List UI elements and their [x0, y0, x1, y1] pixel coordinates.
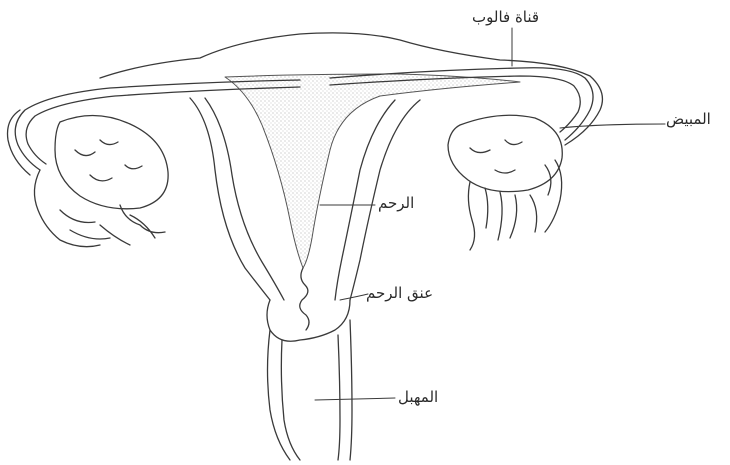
left-ovary	[55, 115, 168, 208]
cervical-canal	[300, 268, 309, 330]
label-ovary: المبيض	[666, 112, 711, 127]
label-fallopian-tube: قناة فالوب	[472, 10, 539, 25]
vagina-walls	[268, 330, 291, 460]
leader-vagina	[315, 398, 395, 400]
label-cervix: عنق الرحم	[366, 286, 433, 301]
label-vagina: المهبل	[398, 390, 438, 405]
label-uterus: الرحم	[378, 196, 414, 211]
leader-ovary	[560, 124, 665, 128]
uterine-cavity	[225, 74, 520, 268]
leader-cervix	[340, 294, 368, 300]
right-ovary	[448, 115, 562, 191]
